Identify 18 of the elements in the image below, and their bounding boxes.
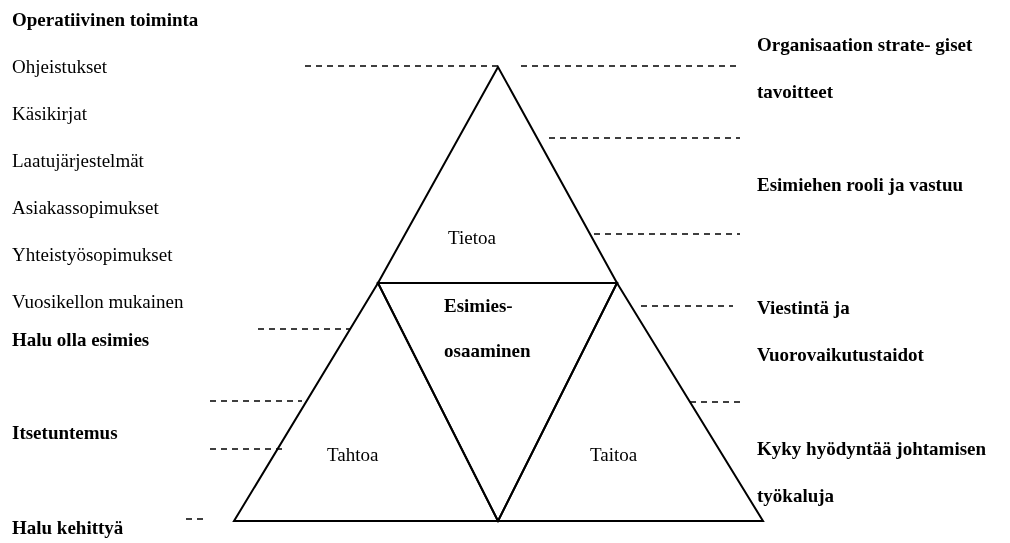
heading-text: Esimiehen rooli ja vastuu bbox=[757, 173, 965, 197]
heading-text: Kyky hyödyntää johtamisen työkaluja bbox=[757, 437, 988, 508]
list-item-text: Asiakassopimukset bbox=[12, 196, 159, 220]
segment-label: Tietoa bbox=[448, 226, 496, 250]
list-item-text: Vuosikellon mukainen bbox=[12, 290, 184, 314]
list-item-text: Ohjeistukset bbox=[12, 55, 107, 79]
segment-label: Esimies- osaaminen bbox=[444, 294, 532, 363]
heading-text: Halu kehittyä bbox=[12, 516, 124, 540]
list-item-text: Käsikirjat bbox=[12, 102, 87, 126]
heading-text: Halu olla esimies bbox=[12, 328, 150, 352]
list-item-text: Laatujärjestelmät bbox=[12, 149, 144, 173]
segment-label: Tahtoa bbox=[327, 443, 379, 467]
heading-text: Itsetuntemus bbox=[12, 421, 118, 445]
heading-text: Operatiivinen toiminta bbox=[12, 8, 199, 32]
segment-label: Taitoa bbox=[590, 443, 638, 467]
heading-text: Organisaation strate- giset tavoitteet bbox=[757, 33, 974, 104]
list-item-text: Yhteistyösopimukset bbox=[12, 243, 173, 267]
heading-text: Viestintä ja Vuorovaikutustaidot bbox=[757, 296, 925, 367]
